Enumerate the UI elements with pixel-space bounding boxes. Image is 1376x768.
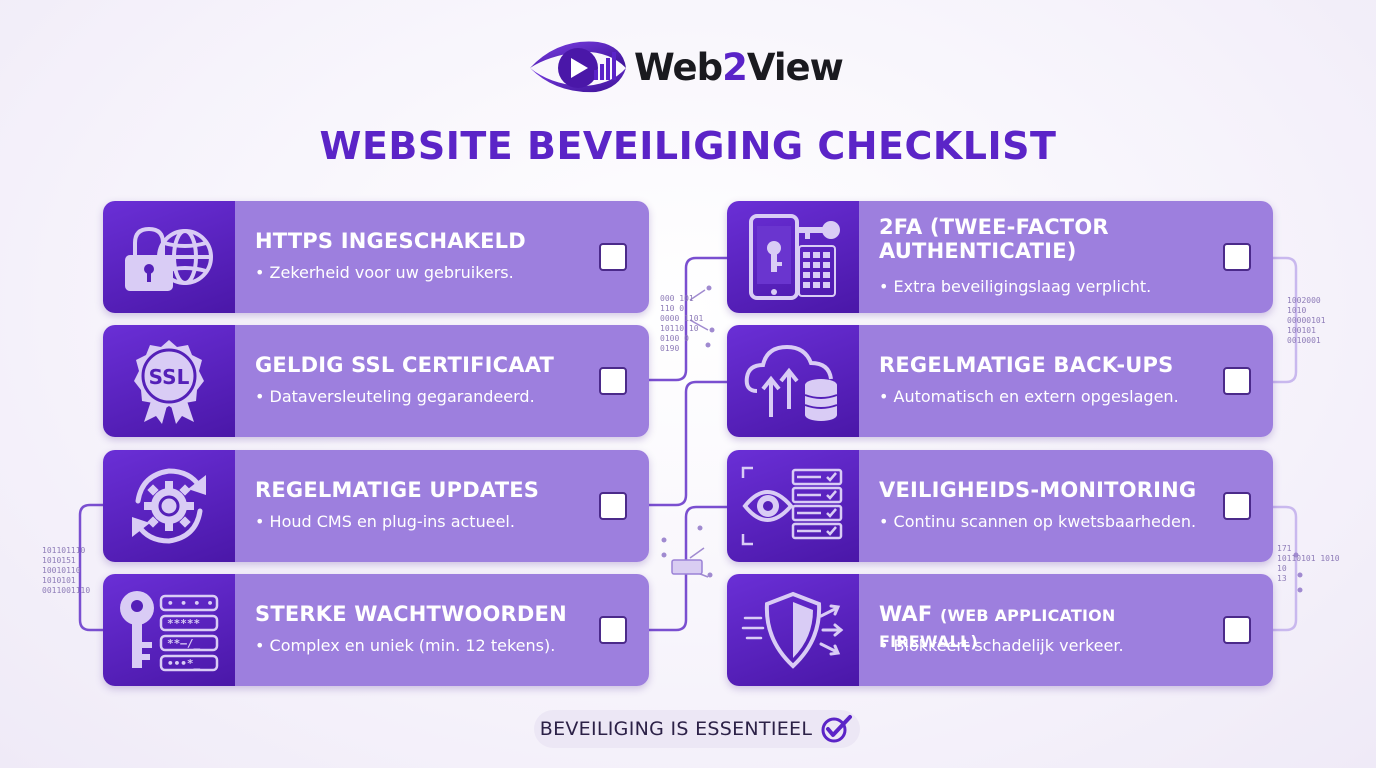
card-title: STERKE WACHTWOORDEN	[255, 602, 567, 626]
brand-logo: Web2View	[528, 36, 844, 98]
key-password-icon: • • • • ***** **–/_ •••*_	[120, 591, 219, 672]
icon-box	[727, 574, 859, 686]
lock-globe-icon	[125, 226, 213, 291]
icon-box	[727, 450, 859, 562]
eye-play-logo-icon	[530, 41, 626, 93]
card-title: VEILIGHEIDS-MONITORING	[879, 478, 1197, 502]
footer-text: BEVEILIGING IS ESSENTIEEL	[539, 718, 813, 740]
checklist-checkbox[interactable]	[1223, 492, 1251, 520]
icon-box	[103, 450, 235, 562]
svg-text:SSL: SSL	[149, 365, 190, 389]
checklist-checkbox[interactable]	[1223, 616, 1251, 644]
card-title: HTTPS INGESCHAKELD	[255, 229, 526, 253]
shield-firewall-icon	[741, 591, 844, 669]
svg-text:*****: *****	[167, 617, 200, 630]
update-gear-icon	[132, 468, 206, 544]
checkmark-circle-icon	[821, 715, 853, 743]
card-description: Dataversleuteling gegarandeerd.	[255, 387, 599, 406]
card-description: Blokkeert schadelijk verkeer.	[879, 636, 1223, 655]
card-title: REGELMATIGE UPDATES	[255, 478, 540, 502]
icon-box: • • • • ***** **–/_ •••*_	[103, 574, 235, 686]
checklist-card-ssl: SSL GELDIG SSL CERTIFICAAT Dataversleute…	[103, 325, 649, 437]
checklist-checkbox[interactable]	[599, 616, 627, 644]
checklist-card-updates: REGELMATIGE UPDATES Houd CMS en plug-ins…	[103, 450, 649, 562]
eye-monitoring-icon	[741, 466, 843, 546]
svg-text:• • • •: • • • •	[167, 597, 213, 610]
checklist-card-passwords: • • • • ***** **–/_ •••*_ STERKE WACHTWO…	[103, 574, 649, 686]
card-title: REGELMATIGE BACK-UPS	[879, 353, 1174, 377]
checklist-checkbox[interactable]	[1223, 243, 1251, 271]
svg-text:•••*_: •••*_	[167, 657, 200, 670]
checklist-checkbox[interactable]	[599, 367, 627, 395]
cloud-backup-icon	[744, 344, 838, 421]
card-description: Houd CMS en plug-ins actueel.	[255, 512, 599, 531]
card-description: Extra beveiligingslaag verplicht.	[879, 277, 1223, 296]
svg-text:**–/_: **–/_	[167, 637, 200, 650]
card-description: Complex en uniek (min. 12 tekens).	[255, 636, 599, 655]
page-title: WEBSITE BEVEILIGING CHECKLIST	[319, 124, 1057, 168]
checklist-card-monitoring: VEILIGHEIDS-MONITORING Continu scannen o…	[727, 450, 1273, 562]
card-description: Automatisch en extern opgeslagen.	[879, 387, 1223, 406]
icon-box	[103, 201, 235, 313]
card-description: Zekerheid voor uw gebruikers.	[255, 263, 599, 282]
checklist-checkbox[interactable]	[1223, 367, 1251, 395]
checklist-card-waf: WAF (WEB APPLICATION FIREWALL) Blokkeert…	[727, 574, 1273, 686]
checklist-checkbox[interactable]	[599, 243, 627, 271]
icon-box: SSL	[103, 325, 235, 437]
icon-box	[727, 325, 859, 437]
checklist-card-https: HTTPS INGESCHAKELD Zekerheid voor uw geb…	[103, 201, 649, 313]
checklist-card-backups: REGELMATIGE BACK-UPS Automatisch en exte…	[727, 325, 1273, 437]
checklist-checkbox[interactable]	[599, 492, 627, 520]
card-description: Continu scannen op kwetsbaarheden.	[879, 512, 1223, 531]
ssl-badge-icon: SSL	[134, 340, 204, 424]
phone-key-icon	[749, 214, 840, 300]
brand-name: Web2View	[634, 45, 844, 89]
footer-badge: BEVEILIGING IS ESSENTIEEL	[534, 710, 860, 748]
card-title: GELDIG SSL CERTIFICAAT	[255, 353, 555, 377]
icon-box	[727, 201, 859, 313]
